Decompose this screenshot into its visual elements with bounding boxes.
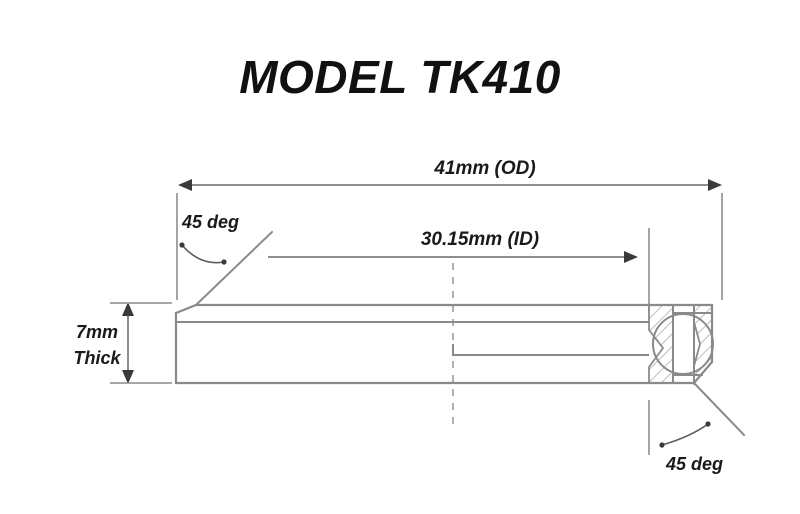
bearing-outline: [174, 303, 714, 385]
arrow-left-icon: [178, 179, 192, 191]
arrow-down-icon: [122, 370, 134, 384]
chamfer-top-left-line: [194, 230, 274, 307]
inner-diameter-label: 30.15mm (ID): [421, 229, 539, 250]
page-title: MODEL TK410: [239, 51, 561, 103]
outer-diameter-dimension-line: [178, 179, 722, 191]
chamfer-bottom-right-label: 45 deg: [665, 454, 723, 474]
outer-diameter-label: 41mm (OD): [433, 158, 535, 179]
thickness-label-line1: 7mm: [76, 322, 118, 342]
arrow-right-icon: [708, 179, 722, 191]
chamfer-bottom-right-leader: [659, 421, 711, 448]
inner-diameter-dimension-line: [268, 251, 638, 263]
thickness-dimension-line: [110, 302, 172, 384]
arrow-right-icon: [624, 251, 638, 263]
chamfer-bottom-right-line: [692, 381, 746, 437]
ball-bearing-circle: [652, 313, 714, 375]
thickness-label-line2: Thick: [73, 348, 121, 368]
chamfer-top-left-leader: [179, 242, 227, 265]
arrow-up-icon: [122, 302, 134, 316]
chamfer-top-left-label: 45 deg: [181, 212, 239, 232]
